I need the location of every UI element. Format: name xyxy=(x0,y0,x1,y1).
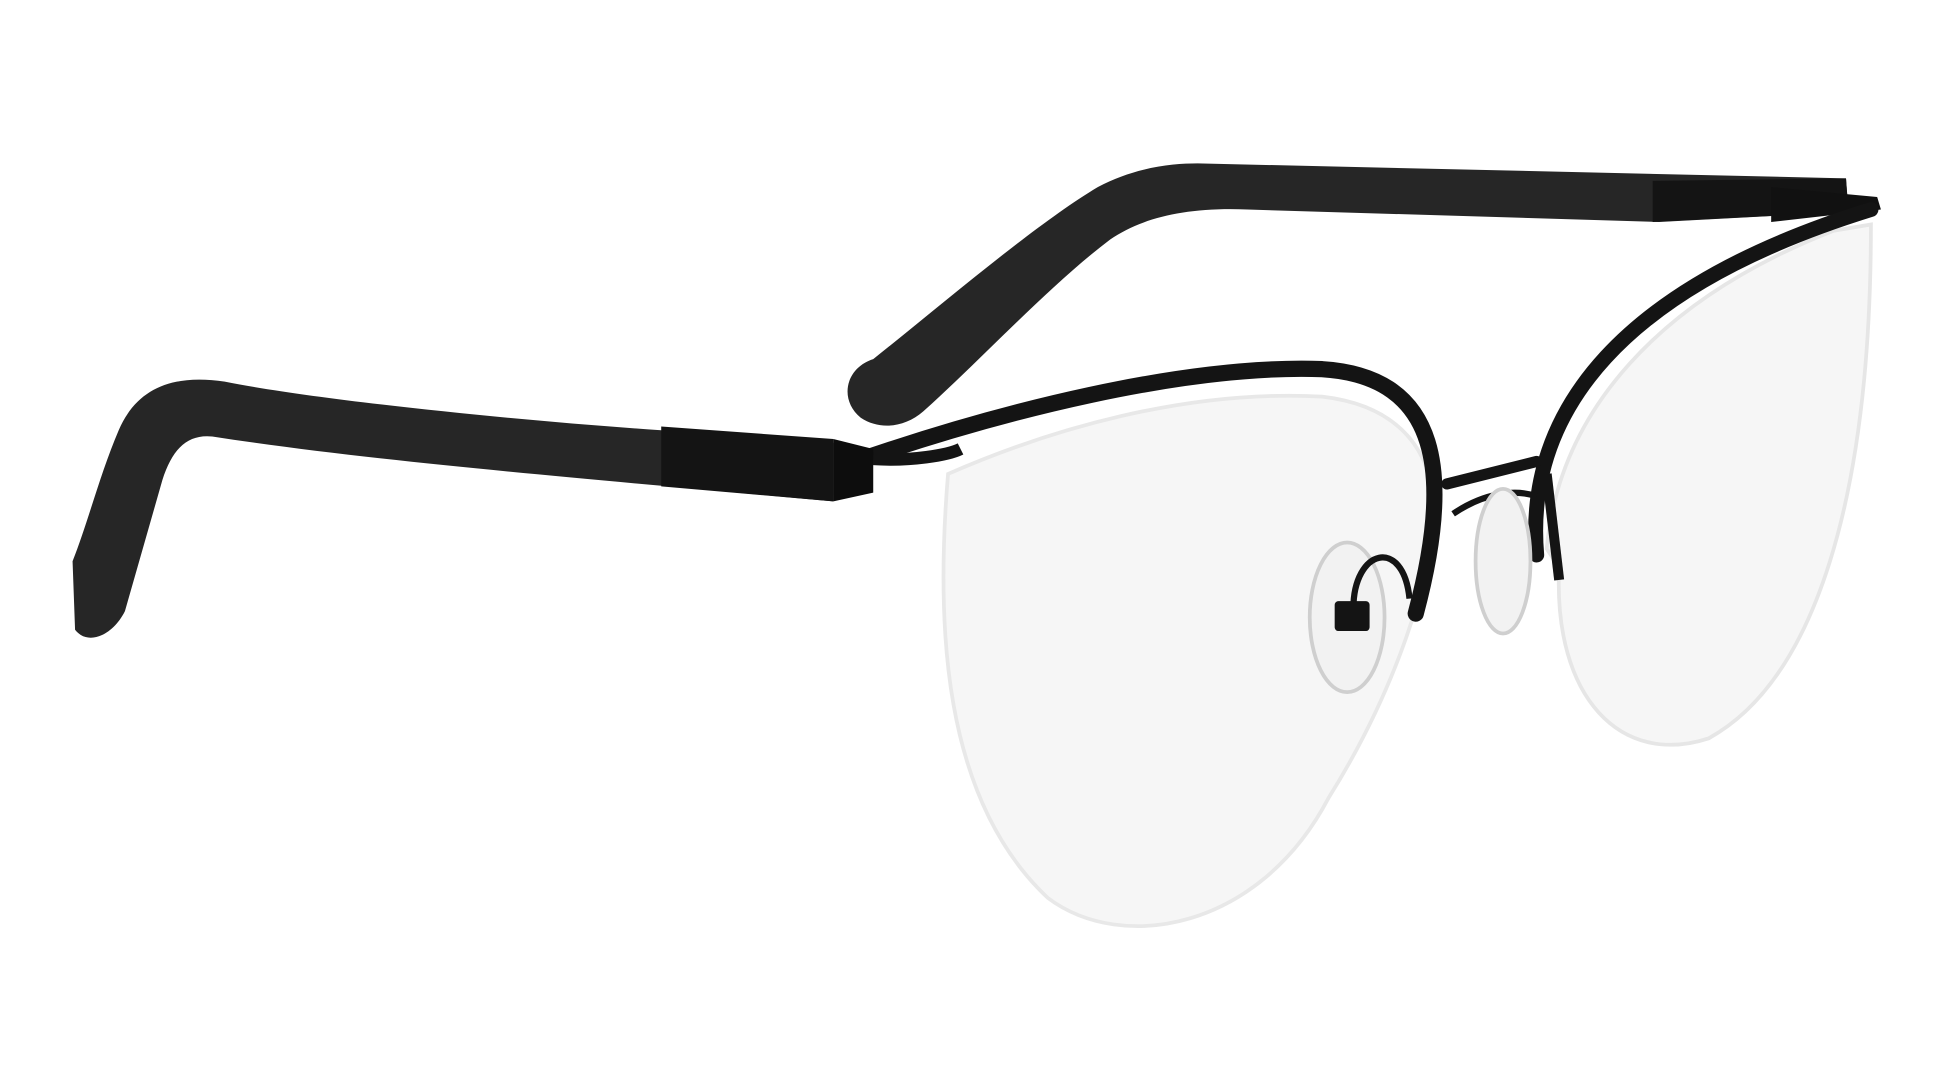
far-lens xyxy=(1528,202,1879,747)
far-temple-arm xyxy=(847,163,1881,426)
nose-pads xyxy=(1307,487,1533,695)
near-lens xyxy=(941,393,1437,928)
near-temple-arm xyxy=(72,379,964,638)
